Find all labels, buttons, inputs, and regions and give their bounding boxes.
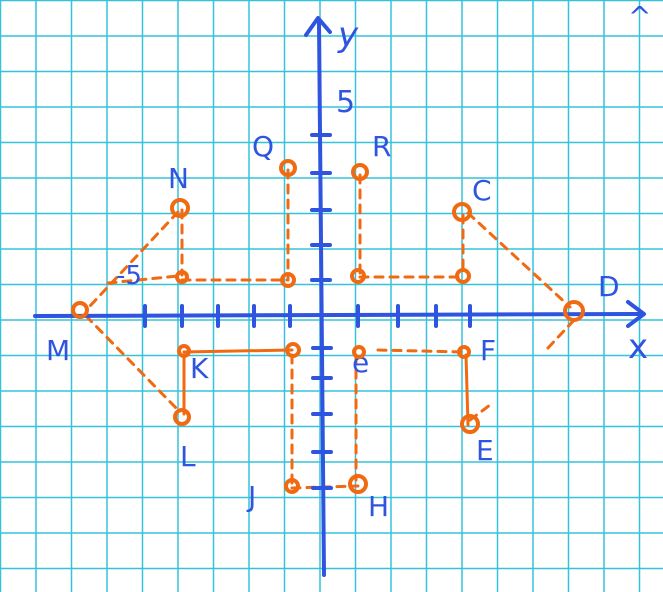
guide-n-to-m <box>88 210 180 308</box>
point-d <box>563 300 585 322</box>
point-upper-right <box>455 268 471 284</box>
point-k <box>177 344 191 358</box>
x-axis-line <box>33 312 642 318</box>
label-k: K <box>190 352 209 385</box>
point-c <box>452 202 472 222</box>
point-e <box>460 414 480 434</box>
line-k-to-mid <box>182 348 294 354</box>
y-axis-ticks <box>310 133 333 490</box>
point-upper-mid-right <box>350 268 366 284</box>
x-axis-arrow <box>626 300 646 328</box>
x-tick-label-neg5: -5 <box>116 261 142 291</box>
label-n: N <box>168 162 189 195</box>
x-axis-label: x <box>628 327 648 367</box>
guide-c-to-d <box>466 211 572 309</box>
point-j <box>284 478 300 494</box>
point-lower-mid-right <box>352 345 366 359</box>
point-r <box>351 163 369 181</box>
label-h: H <box>368 490 389 523</box>
y-axis-arrow <box>304 16 332 37</box>
point-lower-mid-left <box>285 342 301 358</box>
label-f: F <box>480 334 496 367</box>
guide-d-lower <box>546 316 578 350</box>
label-m: M <box>46 334 70 367</box>
guide-m-to-l <box>84 314 182 414</box>
axes <box>33 16 646 577</box>
point-q <box>279 159 297 177</box>
x-axis-ticks <box>143 304 472 328</box>
label-j: J <box>246 480 256 513</box>
top-right-mark: ^ <box>628 0 651 33</box>
label-c: C <box>472 174 492 207</box>
point-l <box>173 408 191 426</box>
y-axis-line <box>317 20 326 577</box>
point-upper-left <box>175 270 189 284</box>
guide-f-right <box>376 348 465 354</box>
guide-m-to-left-tick <box>106 274 180 285</box>
label-l: L <box>180 440 196 473</box>
point-m <box>71 301 89 319</box>
point-h <box>348 474 368 494</box>
line-f-to-e <box>464 353 470 427</box>
point-n <box>170 198 190 218</box>
label-e: E <box>476 434 494 467</box>
plotted-points <box>71 159 585 494</box>
label-d: D <box>598 270 620 303</box>
y-tick-label-5: 5 <box>336 85 355 120</box>
label-q: Q <box>252 130 274 163</box>
point-upper-mid-left <box>280 272 296 288</box>
solid-lines <box>182 348 470 427</box>
point-f <box>457 345 471 359</box>
label-r: R <box>372 130 391 163</box>
axis-labels: y x 5 -5 ^ <box>116 0 651 367</box>
y-axis-label: y <box>337 15 359 55</box>
